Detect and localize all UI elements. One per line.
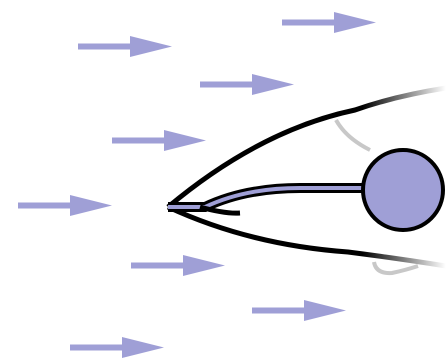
flow-arrow bbox=[112, 130, 206, 151]
center-wire bbox=[168, 186, 370, 209]
flow-arrow bbox=[200, 74, 294, 95]
upper-connector bbox=[334, 118, 371, 152]
flow-arrow bbox=[252, 300, 346, 321]
flow-arrows bbox=[18, 12, 376, 358]
lower-connector bbox=[372, 261, 419, 276]
circle bbox=[361, 148, 445, 232]
flow-arrow bbox=[70, 337, 164, 358]
flow-arrow bbox=[131, 255, 225, 276]
lower-wire bbox=[166, 204, 446, 269]
flow-arrow bbox=[18, 195, 112, 216]
upper-wire bbox=[166, 85, 446, 209]
flow-arrow bbox=[78, 36, 172, 57]
flow-arrow bbox=[282, 12, 376, 33]
center-wire-lower-outer bbox=[199, 204, 241, 216]
